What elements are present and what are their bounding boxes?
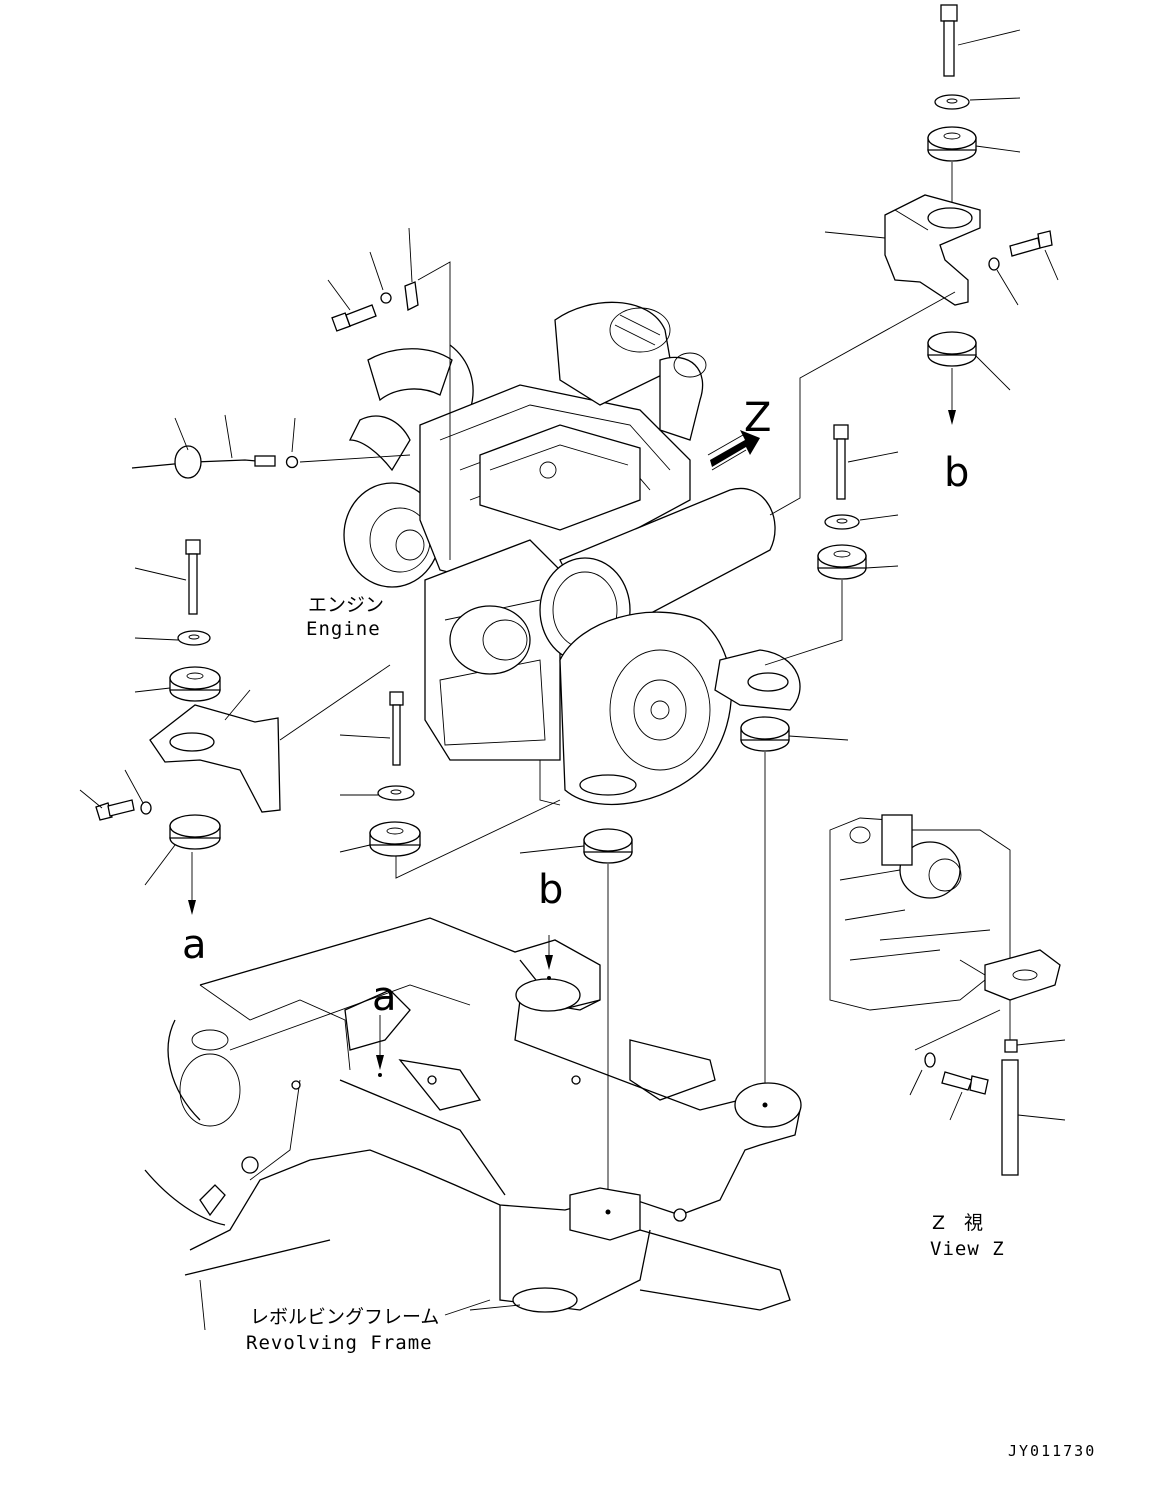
view-z-label-en: View Z	[930, 1238, 1005, 1260]
right-mid-mount-stack	[764, 424, 899, 666]
top-right-mount-stack	[769, 4, 1059, 516]
left-mount-stack	[79, 539, 391, 915]
ref-a-upper: a	[182, 922, 207, 968]
frame-label-en: Revolving Frame	[246, 1332, 433, 1354]
revolving-frame-illustration	[144, 917, 802, 1331]
drawing-code: JY011730	[1008, 1442, 1097, 1460]
rear-mount-rubber	[740, 716, 849, 1100]
ref-a-frame: a	[372, 974, 397, 1020]
bracket-clip-part	[327, 227, 451, 560]
ref-b-upper: b	[944, 450, 970, 496]
front-mount-stack	[339, 691, 561, 879]
wiring-harness-part	[131, 414, 411, 479]
frame-label-jp: レボルビングフレーム	[250, 1306, 440, 1328]
view-z-arrow	[707, 430, 760, 471]
engine-label-en: Engine	[306, 618, 381, 640]
ref-b-frame: b	[538, 867, 564, 913]
view-z-inset	[829, 814, 1066, 1176]
engine-illustration	[343, 301, 801, 806]
view-z-label-jp: Z 視	[932, 1212, 984, 1234]
view-z-marker: Z	[744, 395, 772, 441]
engine-label-jp: エンジン	[308, 594, 385, 616]
center-mount-rubber	[519, 828, 633, 1210]
